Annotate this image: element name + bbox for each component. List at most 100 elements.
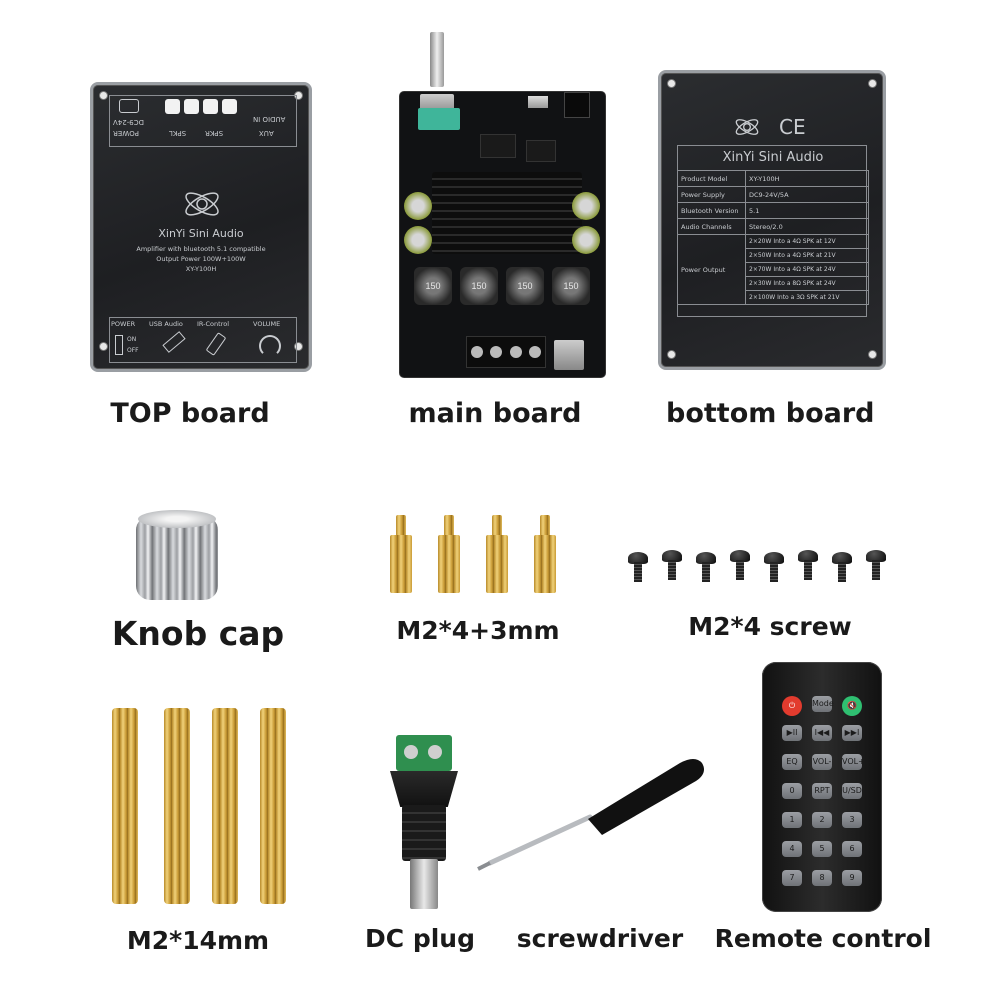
remote-button[interactable]: 4 bbox=[782, 841, 802, 857]
label-spkr: SPKR bbox=[205, 129, 224, 137]
remote-power-button[interactable]: ⏻ bbox=[782, 696, 802, 716]
remote-button[interactable]: 2 bbox=[812, 812, 832, 828]
remote-button[interactable]: 7 bbox=[782, 870, 802, 886]
standoff-short bbox=[438, 535, 460, 593]
top-board-plate: POWER DC9-24V SPKL SPKR AUX AUDIO IN Xin… bbox=[90, 82, 312, 372]
remote-button[interactable]: 5 bbox=[812, 841, 832, 857]
standoff-short bbox=[534, 535, 556, 593]
mounting-hole bbox=[667, 350, 676, 359]
inductor: 150 bbox=[506, 267, 544, 305]
terminal-holes bbox=[165, 99, 237, 115]
heatsink bbox=[432, 172, 582, 254]
remote-button[interactable]: U/SD bbox=[842, 783, 862, 799]
label-power-switch: POWER bbox=[111, 320, 136, 328]
bluetooth-module bbox=[418, 108, 460, 130]
aux-jack bbox=[554, 340, 584, 370]
label-aux: AUX bbox=[259, 129, 274, 137]
standoff-long bbox=[260, 708, 286, 904]
spec-value: XY-Y100H bbox=[745, 170, 869, 187]
remote-button[interactable]: 1 bbox=[782, 812, 802, 828]
output-value: 2×70W Into a 4Ω SPK at 24V bbox=[745, 262, 869, 277]
remote-button[interactable]: 0 bbox=[782, 783, 802, 799]
ic-chip bbox=[480, 134, 516, 158]
remote-button[interactable]: 3 bbox=[842, 812, 862, 828]
control-strip bbox=[109, 317, 297, 363]
dc-plug bbox=[384, 735, 464, 910]
caption-dc-plug: DC plug bbox=[365, 924, 475, 953]
remote-button[interactable]: VOL- bbox=[812, 754, 832, 770]
standoff-short bbox=[540, 515, 550, 537]
remote-button[interactable]: I◀◀ bbox=[812, 725, 832, 741]
top-subtitle: Amplifier with bluetooth 5.1 compatible bbox=[136, 245, 266, 253]
connector-strip bbox=[109, 95, 297, 147]
spec-key: Power Supply bbox=[677, 186, 746, 203]
spec-key: Product Model bbox=[677, 170, 746, 187]
standoff-group-short bbox=[388, 515, 568, 600]
remote-button[interactable]: ▶II bbox=[782, 725, 802, 741]
screwdriver bbox=[477, 759, 704, 871]
remote-button[interactable]: 9 bbox=[842, 870, 862, 886]
switch-icon bbox=[115, 335, 123, 355]
remote-button[interactable]: Mode bbox=[812, 696, 834, 712]
spec-value: Stereo/2.0 bbox=[745, 218, 869, 235]
capacitor bbox=[404, 192, 432, 220]
screw-m2 bbox=[764, 552, 784, 582]
remote-button[interactable]: 6 bbox=[842, 841, 862, 857]
screw-m2 bbox=[866, 550, 886, 580]
spec-value: DC9-24V/5A bbox=[745, 186, 869, 203]
label-on: ON bbox=[127, 336, 137, 343]
xinyi-logo-icon bbox=[185, 192, 219, 216]
label-ir-control: IR-Control bbox=[197, 320, 230, 328]
remote-button[interactable]: ▶▶I bbox=[842, 725, 862, 741]
inductor-label: 150 bbox=[425, 281, 441, 291]
mounting-hole bbox=[868, 79, 877, 88]
screw-m2 bbox=[696, 552, 716, 582]
standoff-group-long bbox=[112, 708, 292, 908]
output-value: 2×100W Into a 3Ω SPK at 21V bbox=[745, 290, 869, 305]
caption-top-board: TOP board bbox=[110, 398, 270, 429]
main-board-pcb: 150 150 150 150 bbox=[400, 32, 605, 377]
capacitor bbox=[572, 192, 600, 220]
inductor-label: 150 bbox=[471, 281, 487, 291]
remote-button[interactable]: RPT bbox=[812, 783, 832, 799]
spec-key: Bluetooth Version bbox=[677, 202, 746, 219]
label-off: OFF bbox=[127, 347, 139, 354]
output-value: 2×30W Into a 8Ω SPK at 24V bbox=[745, 276, 869, 291]
caption-bottom-board: bottom board bbox=[666, 398, 875, 429]
bottom-brand: XinYi Sini Audio bbox=[722, 150, 824, 165]
spec-key: Audio Channels bbox=[677, 218, 746, 235]
volume-dial-icon bbox=[259, 335, 281, 357]
capacitor bbox=[404, 226, 432, 254]
output-label: Power Output bbox=[677, 234, 746, 305]
inductor: 150 bbox=[552, 267, 590, 305]
mounting-hole bbox=[99, 91, 108, 100]
remote-mute-button[interactable]: 🔇 bbox=[842, 696, 862, 716]
screw-m2 bbox=[730, 550, 750, 580]
standoff-long bbox=[112, 708, 138, 904]
usb-port bbox=[528, 96, 548, 108]
remote-button[interactable]: 8 bbox=[812, 870, 832, 886]
remote-button[interactable]: VOL+ bbox=[842, 754, 865, 770]
screw-m2 bbox=[662, 550, 682, 580]
inductor-label: 150 bbox=[517, 281, 533, 291]
caption-standoff-short: M2*4+3mm bbox=[396, 616, 560, 645]
remote-button[interactable]: EQ bbox=[782, 754, 802, 770]
standoff-short bbox=[396, 515, 406, 537]
caption-remote: Remote control bbox=[714, 924, 932, 953]
screw-m2 bbox=[832, 552, 852, 582]
mounting-hole bbox=[868, 350, 877, 359]
speaker-terminal bbox=[466, 336, 546, 368]
inductor: 150 bbox=[460, 267, 498, 305]
capacitor bbox=[572, 226, 600, 254]
xinyi-logo-icon bbox=[735, 119, 759, 135]
potentiometer-shaft bbox=[430, 32, 444, 87]
